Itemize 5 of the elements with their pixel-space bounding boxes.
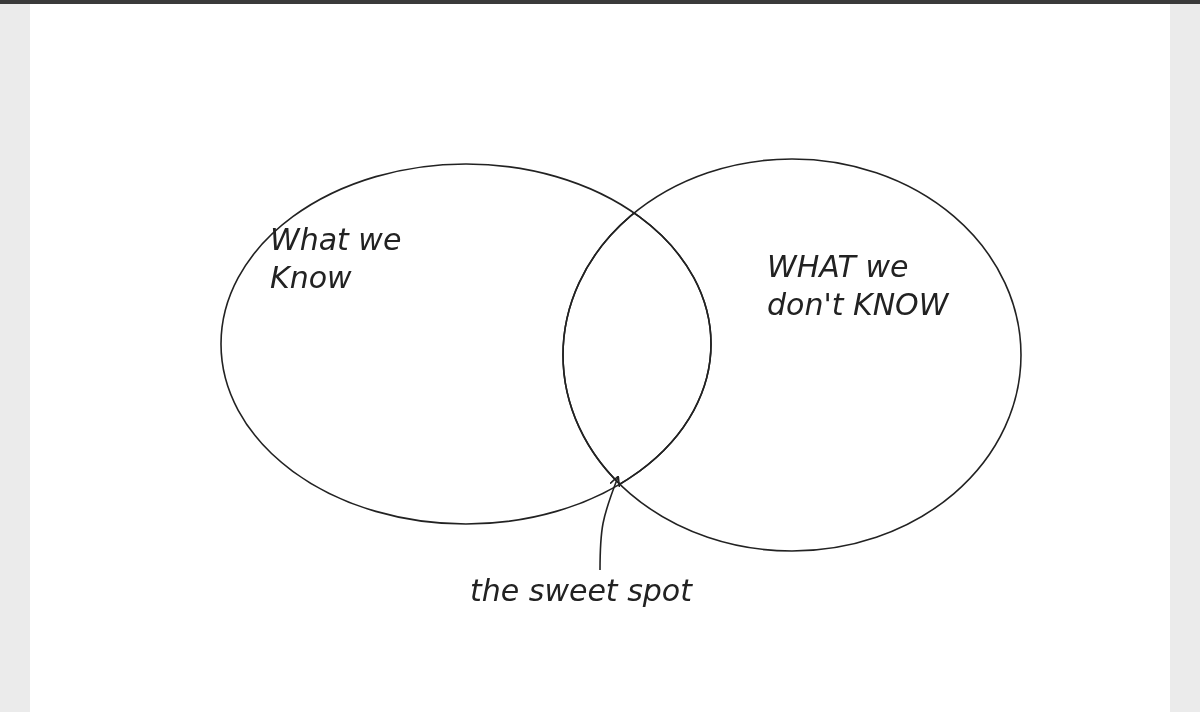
overlap-region bbox=[562, 211, 713, 487]
callout-text: the sweet spot bbox=[470, 572, 694, 610]
arrow bbox=[599, 475, 621, 571]
set-label: WHAT we don't KNOW bbox=[767, 248, 950, 323]
set-label: What we Know bbox=[270, 221, 403, 296]
